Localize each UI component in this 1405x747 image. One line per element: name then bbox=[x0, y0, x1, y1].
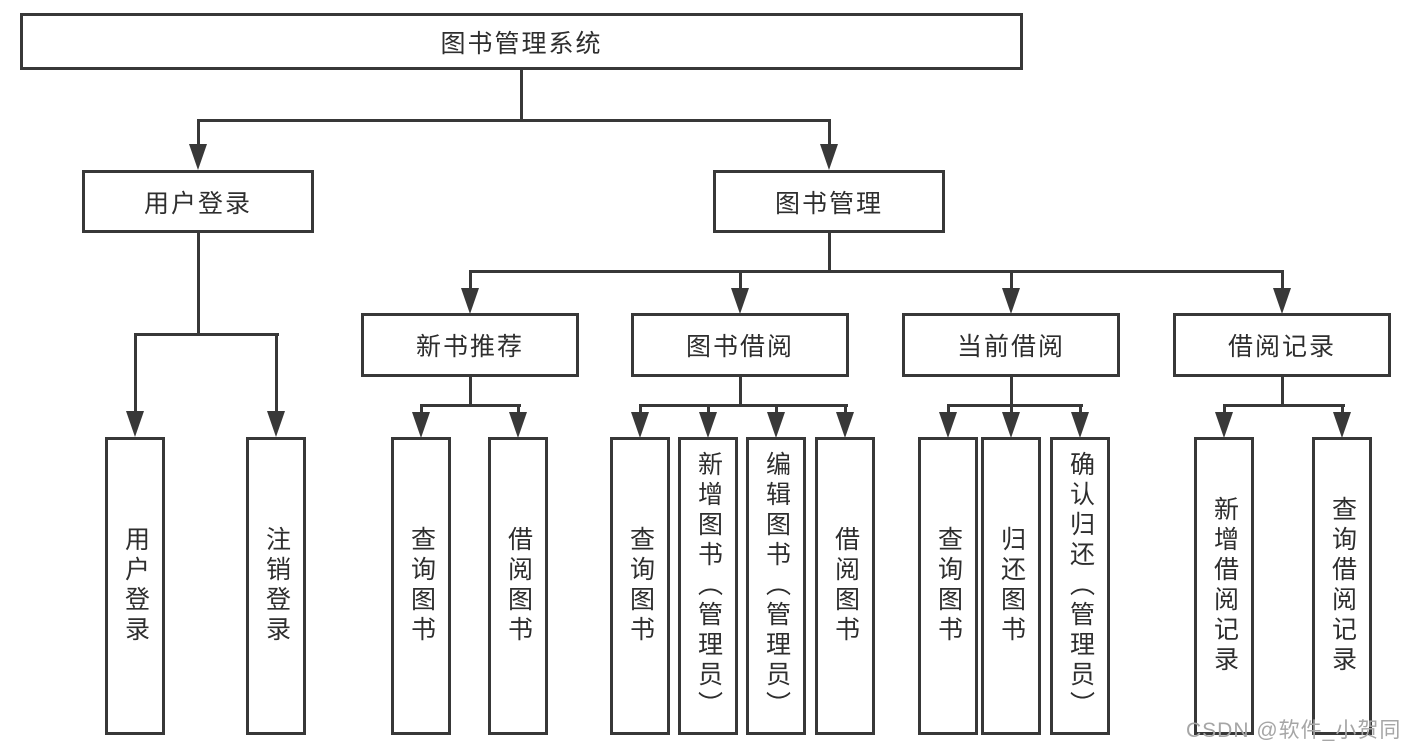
connector-line bbox=[469, 375, 472, 407]
arrowhead-icon bbox=[820, 144, 838, 170]
arrowhead-icon bbox=[836, 412, 854, 438]
arrowhead-icon bbox=[509, 412, 527, 438]
arrowhead-icon bbox=[1273, 288, 1291, 314]
connector-line bbox=[197, 119, 200, 147]
node-root-library-system: 图书管理系统 bbox=[20, 13, 1023, 70]
connector-line bbox=[1223, 404, 1345, 407]
connector-line bbox=[420, 404, 423, 414]
arrowhead-icon bbox=[939, 412, 957, 438]
connector-line bbox=[197, 119, 831, 122]
connector-line bbox=[517, 404, 520, 414]
connector-line bbox=[707, 404, 710, 414]
connector-line bbox=[197, 231, 200, 336]
connector-line bbox=[1010, 404, 1013, 414]
connector-line bbox=[828, 119, 831, 147]
leaf-return-book: 归还图书 bbox=[981, 437, 1041, 735]
connector-line bbox=[739, 270, 742, 292]
connector-line bbox=[775, 404, 778, 414]
connector-line bbox=[947, 404, 1083, 407]
node-current-borrowing: 当前借阅 bbox=[902, 313, 1120, 377]
leaf-borrow-books-recommend: 借阅图书 bbox=[488, 437, 548, 735]
arrowhead-icon bbox=[1002, 412, 1020, 438]
arrowhead-icon bbox=[189, 144, 207, 170]
arrowhead-icon bbox=[1002, 288, 1020, 314]
leaf-query-books-borrow: 查询图书 bbox=[610, 437, 670, 735]
connector-line bbox=[1281, 375, 1284, 407]
connector-line bbox=[639, 404, 642, 414]
connector-line bbox=[1223, 404, 1226, 414]
connector-line bbox=[828, 231, 831, 273]
connector-line bbox=[1079, 404, 1082, 414]
leaf-confirm-return-admin: 确认归还（管理员） bbox=[1050, 437, 1110, 735]
node-borrowing-records: 借阅记录 bbox=[1173, 313, 1391, 377]
arrowhead-icon bbox=[631, 412, 649, 438]
arrowhead-icon bbox=[126, 411, 144, 437]
arrowhead-icon bbox=[1071, 412, 1089, 438]
arrowhead-icon bbox=[767, 412, 785, 438]
connector-line bbox=[469, 270, 472, 292]
arrowhead-icon bbox=[267, 411, 285, 437]
arrowhead-icon bbox=[699, 412, 717, 438]
connector-line bbox=[639, 404, 848, 407]
leaf-query-books-current: 查询图书 bbox=[918, 437, 978, 735]
node-user-login: 用户登录 bbox=[82, 170, 314, 233]
leaf-logout: 注销登录 bbox=[246, 437, 306, 735]
leaf-add-book-admin: 新增图书（管理员） bbox=[678, 437, 738, 735]
arrowhead-icon bbox=[461, 288, 479, 314]
node-book-borrowing: 图书借阅 bbox=[631, 313, 849, 377]
connector-line bbox=[844, 404, 847, 414]
connector-line bbox=[947, 404, 950, 414]
node-new-book-recommendation: 新书推荐 bbox=[361, 313, 579, 377]
node-book-management: 图书管理 bbox=[713, 170, 945, 233]
connector-line bbox=[739, 375, 742, 407]
arrowhead-icon bbox=[1215, 412, 1233, 438]
connector-line bbox=[275, 333, 278, 413]
connector-line bbox=[469, 270, 1284, 273]
csdn-watermark: CSDN @软件_小贺同学 bbox=[1186, 719, 1402, 742]
leaf-query-books-recommend: 查询图书 bbox=[391, 437, 451, 735]
leaf-borrow-books: 借阅图书 bbox=[815, 437, 875, 735]
leaf-add-borrow-record: 新增借阅记录 bbox=[1194, 437, 1254, 735]
leaf-user-login: 用户登录 bbox=[105, 437, 165, 735]
arrowhead-icon bbox=[412, 412, 430, 438]
connector-line bbox=[1010, 270, 1013, 292]
leaf-edit-book-admin: 编辑图书（管理员） bbox=[746, 437, 806, 735]
connector-line bbox=[1281, 270, 1284, 292]
connector-line bbox=[134, 333, 279, 336]
connector-line bbox=[134, 333, 137, 413]
connector-line bbox=[420, 404, 521, 407]
arrowhead-icon bbox=[1333, 412, 1351, 438]
leaf-query-borrow-record: 查询借阅记录 bbox=[1312, 437, 1372, 735]
connector-line bbox=[1010, 375, 1013, 407]
connector-line bbox=[520, 67, 523, 122]
connector-line bbox=[1341, 404, 1344, 414]
arrowhead-icon bbox=[731, 288, 749, 314]
